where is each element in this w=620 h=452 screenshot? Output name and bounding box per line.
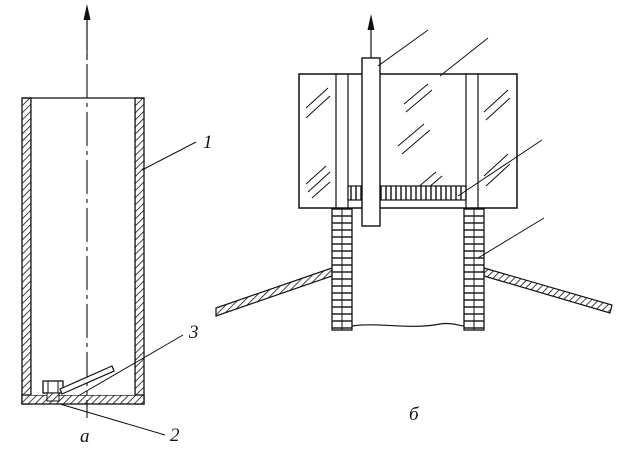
tube-left-wall — [21, 97, 32, 405]
left-plate — [215, 267, 333, 317]
bolt — [42, 380, 64, 394]
arrow-head-icon — [367, 14, 375, 30]
arrow-head-icon — [83, 4, 91, 20]
callout-2: 2 — [170, 425, 180, 446]
tube-bottom — [21, 394, 145, 405]
callout-1: 1 — [203, 132, 213, 153]
callout-3: 3 — [188, 322, 199, 343]
panel-a-tube: 1 3 2 а — [21, 4, 213, 447]
right-plate — [483, 267, 613, 314]
caption-a: а — [80, 426, 90, 447]
panel-b-assembly: б — [215, 14, 613, 425]
caption-b: б — [409, 404, 420, 425]
rod — [361, 57, 381, 227]
strip — [59, 365, 115, 395]
